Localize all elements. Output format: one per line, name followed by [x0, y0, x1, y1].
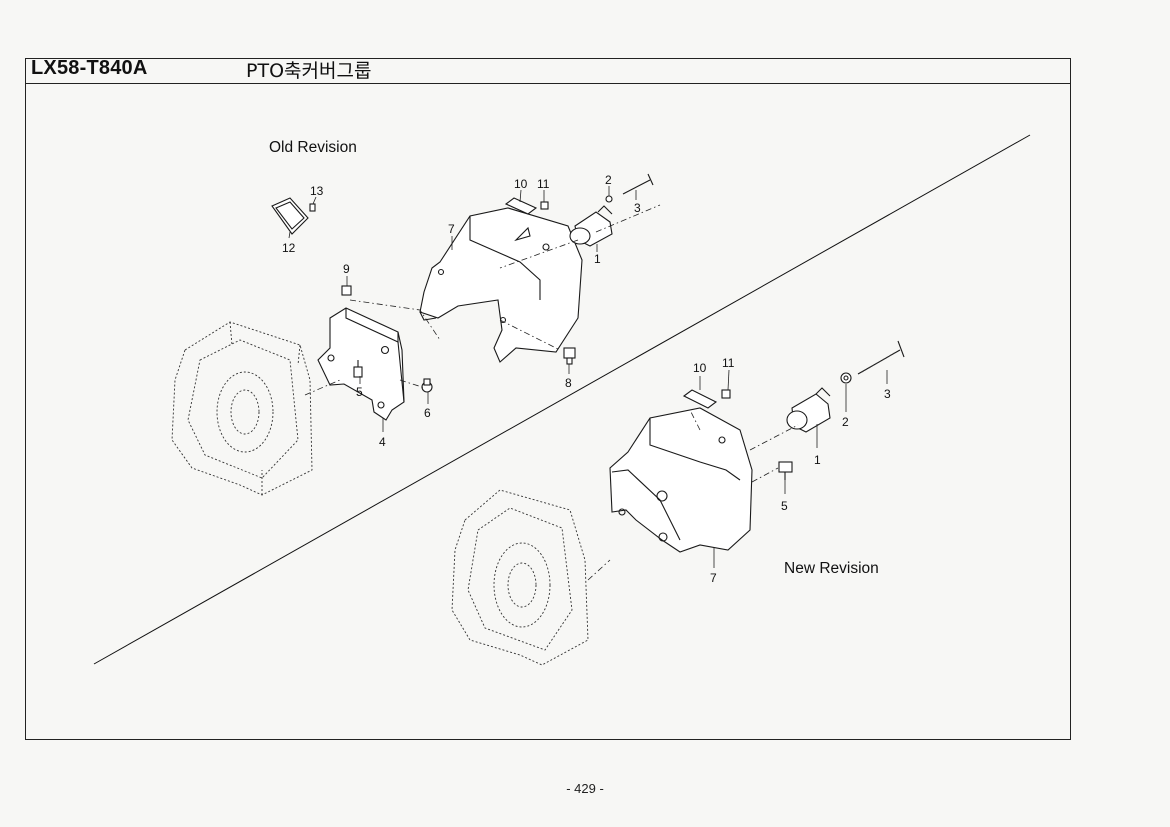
model-code: LX58-T840A [31, 57, 148, 79]
svg-text:5: 5 [356, 385, 363, 399]
new-washer-part-2 [840, 372, 852, 384]
old-callout-13: 13 [310, 184, 324, 205]
new-revision-label: New Revision [784, 560, 879, 577]
new-bolt-part-5 [778, 461, 793, 480]
svg-text:13: 13 [310, 184, 324, 198]
old-callout-2: 2 [605, 173, 612, 196]
old-callout-9: 9 [343, 262, 350, 286]
old-bracket-part-4 [317, 307, 405, 421]
old-callout-1: 1 [594, 244, 601, 266]
old-transmission-housing [171, 321, 313, 496]
new-transmission-housing [451, 489, 589, 666]
old-callout-5: 5 [356, 376, 363, 399]
old-pad-part-11 [540, 201, 549, 210]
svg-text:3: 3 [884, 387, 891, 401]
drawing-frame [25, 58, 1071, 740]
svg-text:1: 1 [814, 453, 821, 467]
new-pad-part-11 [721, 389, 731, 399]
header-divider [25, 83, 1071, 84]
svg-text:10: 10 [514, 177, 528, 191]
svg-text:2: 2 [842, 415, 849, 429]
svg-text:2: 2 [605, 173, 612, 187]
svg-text:9: 9 [343, 262, 350, 276]
svg-text:8: 8 [565, 376, 572, 390]
old-screw-part-13 [309, 203, 316, 212]
old-callout-3: 3 [634, 190, 641, 215]
new-callout-10: 10 [693, 361, 707, 390]
svg-text:6: 6 [424, 406, 431, 420]
svg-text:11: 11 [537, 177, 550, 191]
old-rod-part-3 [622, 173, 654, 195]
old-callout-11: 11 [537, 177, 550, 202]
svg-text:11: 11 [722, 356, 735, 370]
svg-text:10: 10 [693, 361, 707, 375]
svg-text:4: 4 [379, 435, 386, 449]
old-bolt-part-8 [563, 347, 576, 365]
new-callout-3: 3 [884, 370, 891, 401]
svg-text:5: 5 [781, 499, 788, 513]
page-number: - 429 - [566, 781, 604, 796]
old-plate-part-12 [271, 197, 309, 235]
svg-text:3: 3 [634, 201, 641, 215]
old-sleeve-part-1 [569, 205, 613, 247]
old-bolt-part-6 [421, 378, 433, 393]
old-callout-8: 8 [565, 364, 572, 390]
old-washer-part-2 [605, 195, 613, 203]
new-callout-7: 7 [710, 548, 717, 585]
svg-text:12: 12 [282, 241, 296, 255]
new-callout-11: 11 [722, 356, 735, 391]
new-cover-part-7 [609, 407, 753, 553]
group-title: PTO축커버그룹 [246, 60, 372, 82]
old-cover-part-7 [419, 207, 583, 363]
new-callout-5: 5 [781, 480, 788, 513]
old-strip-part-10 [504, 197, 538, 215]
svg-text:1: 1 [594, 252, 601, 266]
revision-separator-line [93, 134, 1031, 665]
new-callout-1: 1 [814, 424, 821, 467]
old-callout-10: 10 [514, 177, 528, 203]
old-revision-label: Old Revision [269, 139, 357, 156]
old-bolt-part-5 [353, 360, 363, 378]
old-callout-12: 12 [282, 231, 296, 255]
old-callout-4: 4 [379, 418, 386, 449]
svg-text:7: 7 [710, 571, 717, 585]
new-callout-2: 2 [842, 384, 849, 429]
old-callout-6: 6 [424, 392, 431, 420]
new-rod-part-3 [857, 340, 905, 375]
new-strip-part-10 [682, 389, 718, 409]
svg-text:7: 7 [448, 222, 455, 236]
new-sleeve-part-1 [786, 387, 831, 433]
old-nut-part-9 [341, 285, 352, 296]
old-callout-7: 7 [448, 222, 455, 250]
